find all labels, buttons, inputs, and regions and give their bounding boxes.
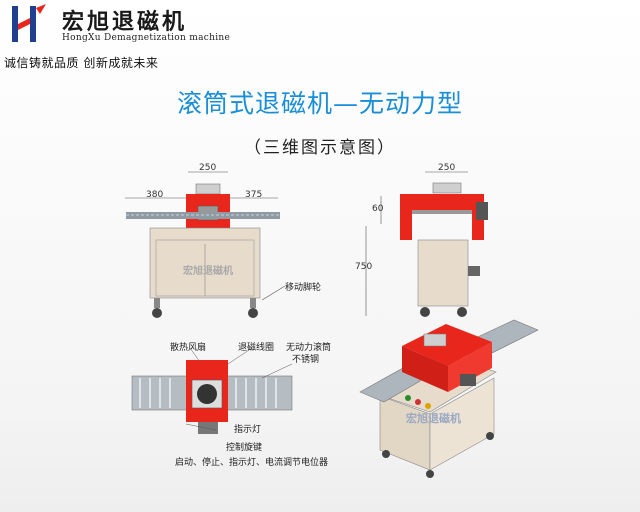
label-control-knob: 控制旋键 (226, 443, 263, 453)
page-subtitle: （三维图示意图） (244, 138, 396, 158)
label-coil: 退磁线圈 (238, 343, 275, 353)
top-view (131, 347, 293, 434)
label-roller: 无动力滚筒 (286, 343, 332, 353)
iso-watermark: 宏旭退磁机 (406, 412, 461, 425)
side-view (365, 171, 488, 317)
side-dim-60: 60 (372, 204, 384, 214)
front-view (125, 171, 286, 318)
label-roller-steel: 不锈钢 (292, 355, 320, 365)
iso-view (359, 319, 539, 478)
label-indicator-lamp: 指示灯 (234, 425, 262, 435)
label-caster-wheel: 移动脚轮 (285, 283, 322, 293)
page-title: 滚筒式退磁机—无动力型 (176, 89, 463, 118)
slogan: 诚信铸就品质 创新成就未来 (4, 56, 159, 70)
brand-english: HongXu Demagnetization machine (62, 33, 231, 43)
front-dim-top: 250 (199, 163, 217, 173)
brand-name: 宏旭退磁机 (62, 10, 188, 35)
hongxu-logo-icon (12, 4, 46, 42)
front-watermark: 宏旭退磁机 (183, 266, 233, 277)
front-dim-right: 375 (245, 190, 263, 200)
front-dim-left: 380 (146, 190, 164, 200)
label-fan: 散热风扇 (170, 343, 207, 353)
label-functions: 启动、停止、指示灯、电流调节电位器 (175, 458, 329, 468)
side-dim-top: 250 (438, 163, 456, 173)
side-dim-750: 750 (355, 262, 373, 272)
